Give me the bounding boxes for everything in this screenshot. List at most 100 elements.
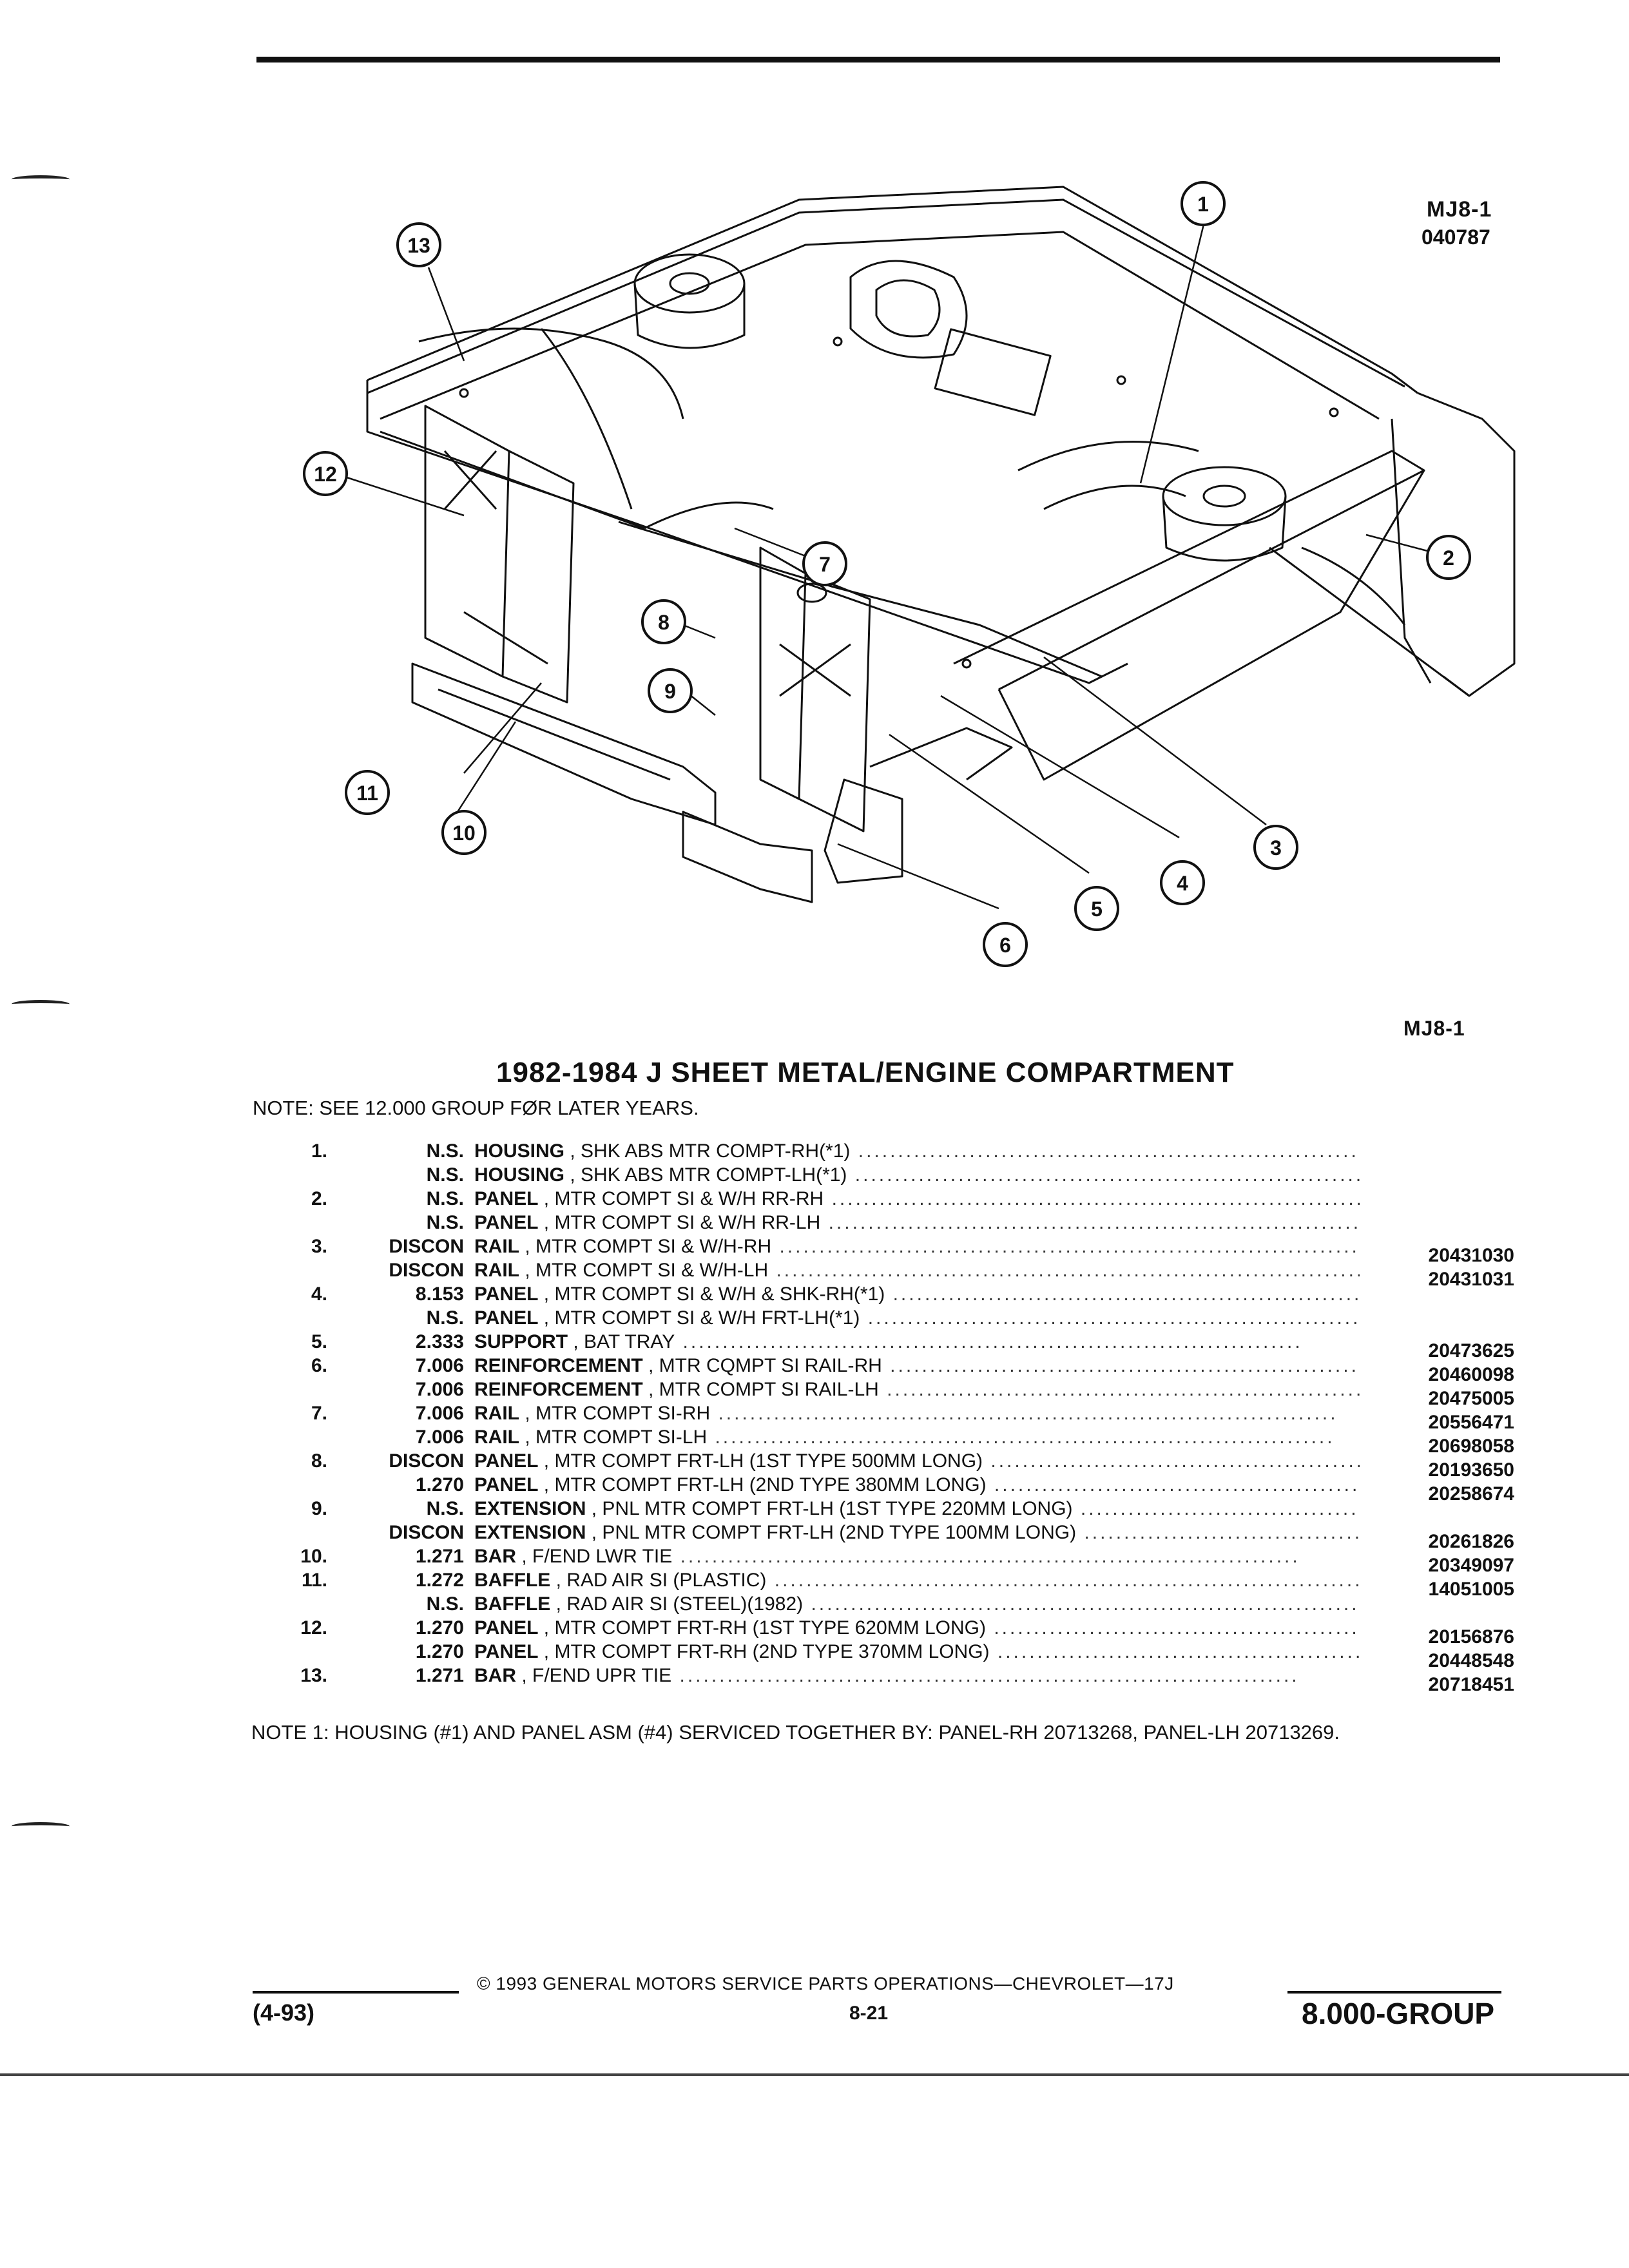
binding-mark bbox=[12, 175, 70, 184]
part-name: BAFFLE bbox=[474, 1593, 551, 1615]
note-later-years: NOTE: SEE 12.000 GROUP FØR LATER YEARS. bbox=[253, 1097, 699, 1119]
callout-label: 13 bbox=[407, 234, 430, 257]
parts-list: 1. N.S. HOUSING , SHK ABS MTR COMPT-RH(*1)… bbox=[251, 1139, 1514, 1695]
leader-dots: ........................................… bbox=[994, 1617, 1360, 1639]
callout-3 bbox=[1253, 825, 1298, 870]
part-detail: , BAT TRAY bbox=[573, 1331, 675, 1352]
leader-dots: ........................................… bbox=[675, 1331, 1303, 1352]
part-name: PANEL bbox=[474, 1307, 539, 1329]
revision-date: (4-93) bbox=[253, 1999, 315, 2026]
part-detail: , MTR COMPT FRT-LH (1ST TYPE 500MM LONG) bbox=[543, 1450, 983, 1472]
top-rule bbox=[256, 57, 1500, 62]
part-detail: , MTR COMPT SI & W/H-RH bbox=[525, 1236, 772, 1257]
part-detail: , MTR COMPT FRT-RH (2ND TYPE 370MM LONG) bbox=[543, 1641, 990, 1662]
part-detail: , MTR COMPT SI & W/H-LH bbox=[525, 1260, 769, 1281]
callout-label: 9 bbox=[664, 680, 676, 703]
part-number: 20556471 bbox=[1428, 1412, 1514, 1433]
leader-dots: ........................................… bbox=[671, 1665, 1300, 1686]
part-name: PANEL bbox=[474, 1474, 539, 1495]
part-name: RAIL bbox=[474, 1427, 519, 1448]
callout-label: 11 bbox=[356, 782, 378, 805]
part-item-number: 6. bbox=[311, 1355, 327, 1376]
leader-dots: ........................................… bbox=[710, 1403, 1338, 1424]
part-number: 20349097 bbox=[1428, 1555, 1514, 1576]
part-description: HOUSING , SHK ABS MTR COMPT-LH(*1) .....… bbox=[474, 1163, 1360, 1187]
part-group-code: N.S. bbox=[426, 1593, 464, 1615]
part-group-code: 7.006 bbox=[415, 1355, 464, 1376]
part-description: BAR , F/END LWR TIE ....................… bbox=[474, 1544, 1360, 1568]
part-description: REINFORCEMENT , MTR CQMPT SI RAIL-RH ...… bbox=[474, 1354, 1360, 1378]
part-group-code: 2.333 bbox=[415, 1331, 464, 1352]
bottom-rule bbox=[0, 2073, 1629, 2076]
callout-8 bbox=[641, 599, 686, 644]
part-row: N.S.BAFFLE , RAD AIR SI (STEEL)(1982) ..… bbox=[251, 1592, 1514, 1616]
callout-label: 6 bbox=[999, 934, 1011, 957]
part-detail: , MTR COMPT SI & W/H RR-RH bbox=[543, 1188, 824, 1209]
part-row: 12. 1.270 PANEL , MTR COMPT FRT-RH (1ST TY… bbox=[251, 1616, 1514, 1648]
callout-label: 4 bbox=[1177, 872, 1188, 895]
part-description: RAIL , MTR COMPT SI-RH .................… bbox=[474, 1401, 1360, 1425]
part-group-code: 8.153 bbox=[415, 1283, 464, 1305]
part-description: RAIL , MTR COMPT SI & W/H-LH ...........… bbox=[474, 1258, 1360, 1282]
part-detail: , PNL MTR COMPT FRT-LH (1ST TYPE 220MM L… bbox=[591, 1498, 1073, 1519]
leader-dots: ........................................… bbox=[997, 1641, 1360, 1662]
part-detail: , F/END LWR TIE bbox=[521, 1546, 673, 1567]
part-row: 1.N.S.HOUSING , SHK ABS MTR COMPT-RH(*1)… bbox=[251, 1139, 1514, 1163]
callout-label: 3 bbox=[1270, 836, 1282, 860]
part-row: 6. 7.006 REINFORCEMENT , MTR CQMPT SI RAIL… bbox=[251, 1354, 1514, 1385]
note-1: NOTE 1: HOUSING (#1) AND PANEL ASM (#4) … bbox=[251, 1721, 1340, 1744]
part-group-code: 7.006 bbox=[415, 1379, 464, 1400]
leader-dots: ........................................… bbox=[768, 1260, 1360, 1281]
part-description: PANEL , MTR COMPT SI & W/H & SHK-RH(*1) … bbox=[474, 1282, 1360, 1306]
part-detail: , MTR COMPT SI & W/H RR-LH bbox=[543, 1212, 821, 1233]
part-description: BAFFLE , RAD AIR SI (PLASTIC) ..........… bbox=[474, 1568, 1360, 1592]
part-item-number: 11. bbox=[301, 1570, 327, 1591]
part-description: SUPPORT , BAT TRAY .....................… bbox=[474, 1330, 1360, 1354]
leader-dots: ........................................… bbox=[1084, 1522, 1360, 1543]
part-description: RAIL , MTR COMPT SI-LH .................… bbox=[474, 1425, 1360, 1449]
callout-10 bbox=[441, 810, 487, 855]
part-item-number: 12. bbox=[300, 1617, 327, 1639]
part-description: PANEL , MTR COMPT SI & W/H RR-LH .......… bbox=[474, 1211, 1360, 1235]
part-name: HOUSING bbox=[474, 1164, 565, 1186]
part-row: N.S.PANEL , MTR COMPT SI & W/H RR-LH ...… bbox=[251, 1211, 1514, 1235]
part-description: REINFORCEMENT , MTR COMPT SI RAIL-LH ...… bbox=[474, 1378, 1360, 1401]
part-description: EXTENSION , PNL MTR COMPT FRT-LH (2ND TY… bbox=[474, 1521, 1360, 1544]
figure-label: MJ8-1 bbox=[1403, 1017, 1465, 1040]
part-detail: , MTR COMPT FRT-RH (1ST TYPE 620MM LONG) bbox=[543, 1617, 987, 1639]
part-detail: , RAD AIR SI (PLASTIC) bbox=[555, 1570, 767, 1591]
part-number: 20473625 bbox=[1428, 1340, 1514, 1361]
part-number: 20475005 bbox=[1428, 1388, 1514, 1409]
part-name: PANEL bbox=[474, 1617, 539, 1639]
part-detail: , F/END UPR TIE bbox=[521, 1665, 672, 1686]
part-group-code: N.S. bbox=[426, 1498, 464, 1519]
part-name: PANEL bbox=[474, 1212, 539, 1233]
callout-13 bbox=[396, 222, 441, 267]
part-group-code: 1.271 bbox=[415, 1665, 464, 1686]
callout-label: 2 bbox=[1443, 546, 1454, 570]
part-description: EXTENSION , PNL MTR COMPT FRT-LH (1ST TY… bbox=[474, 1497, 1360, 1521]
part-detail: , SHK ABS MTR COMPT-LH(*1) bbox=[570, 1164, 847, 1186]
leader-dots: ........................................… bbox=[990, 1450, 1360, 1472]
callout-label: 1 bbox=[1197, 193, 1209, 216]
part-number: 20448548 bbox=[1428, 1650, 1514, 1671]
part-name: RAIL bbox=[474, 1403, 519, 1424]
part-name: SUPPORT bbox=[474, 1331, 568, 1352]
part-number: 20698058 bbox=[1428, 1436, 1514, 1457]
part-description: PANEL , MTR COMPT SI & W/H RR-RH .......… bbox=[474, 1187, 1360, 1211]
part-group-code: 1.270 bbox=[415, 1617, 464, 1639]
group-label: 8.000-GROUP bbox=[1302, 1997, 1495, 2030]
part-name: REINFORCEMENT bbox=[474, 1379, 643, 1400]
copyright-line: © 1993 GENERAL MOTORS SERVICE PARTS OPER… bbox=[477, 1974, 1174, 1994]
part-detail: , SHK ABS MTR COMPT-RH(*1) bbox=[570, 1140, 851, 1162]
part-group-code: N.S. bbox=[426, 1188, 464, 1209]
part-group-code: DISCON bbox=[389, 1450, 464, 1472]
footer-rule-left bbox=[253, 1991, 459, 1994]
callout-7 bbox=[802, 541, 847, 586]
part-item-number: 1. bbox=[311, 1140, 327, 1162]
